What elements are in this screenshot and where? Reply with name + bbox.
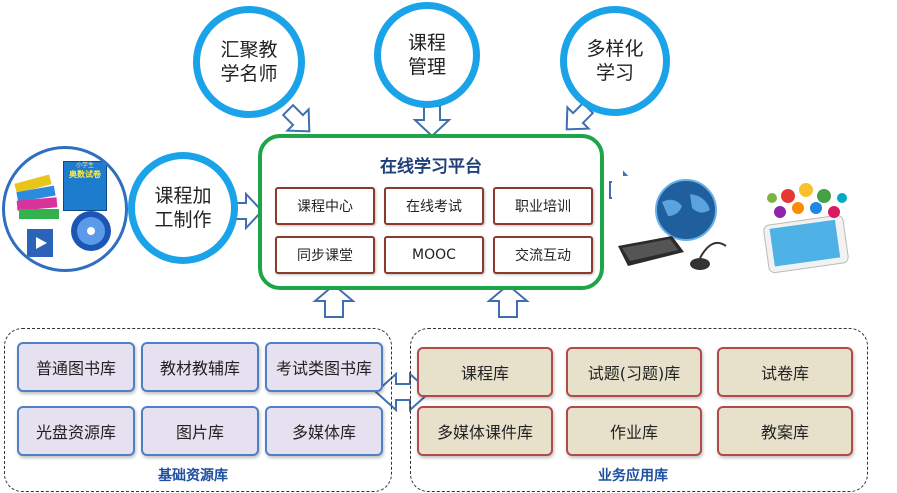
platform-item-communication[interactable]: 交流互动 — [493, 236, 593, 274]
business-library-label: 业务应用库 — [598, 468, 668, 484]
arrow-course-mgmt-to-platform — [412, 105, 452, 138]
circle-teachers: 汇聚教 学名师 — [193, 6, 305, 118]
biz-lib-course[interactable]: 课程库 — [417, 347, 553, 397]
platform-item-mooc[interactable]: MOOC — [384, 236, 484, 274]
business-library-group — [410, 328, 868, 492]
base-lib-multimedia[interactable]: 多媒体库 — [265, 406, 383, 456]
platform-title: 在线学习平台 — [380, 157, 482, 177]
biz-lib-homework[interactable]: 作业库 — [566, 406, 702, 456]
media-resources-illustration: 小学生 奥数试卷 — [2, 146, 128, 272]
biz-lib-question-bank[interactable]: 试题(习题)库 — [566, 347, 702, 397]
arrow-diverse-to-platform — [565, 101, 595, 131]
books-icon — [14, 174, 111, 257]
base-lib-disc-resources[interactable]: 光盘资源库 — [17, 406, 135, 456]
platform-item-sync-classroom[interactable]: 同步课堂 — [275, 236, 375, 274]
arrow-teachers-to-platform — [281, 103, 311, 133]
platform-item-vocational-training[interactable]: 职业培训 — [493, 187, 593, 225]
circle-diverse-learning: 多样化 学习 — [560, 6, 670, 116]
globe-keyboard-icon — [618, 179, 727, 270]
base-lib-general-books[interactable]: 普通图书库 — [17, 342, 135, 392]
computer-illustration — [612, 176, 738, 278]
platform-item-online-exam[interactable]: 在线考试 — [384, 187, 484, 225]
biz-lib-test-paper[interactable]: 试卷库 — [717, 347, 853, 397]
base-lib-exam-books[interactable]: 考试类图书库 — [265, 342, 383, 392]
online-learning-platform: 在线学习平台 课程中心 在线考试 职业培训 同步课堂 MOOC 交流互动 — [258, 134, 604, 290]
platform-item-course-center[interactable]: 课程中心 — [275, 187, 375, 225]
arrow-base-to-platform — [312, 283, 356, 318]
biz-lib-multimedia-courseware[interactable]: 多媒体课件库 — [417, 406, 553, 456]
circle-course-management: 课程 管理 — [374, 2, 480, 108]
base-lib-images[interactable]: 图片库 — [141, 406, 259, 456]
base-library-label: 基础资源库 — [158, 468, 228, 484]
base-lib-textbooks[interactable]: 教材教辅库 — [141, 342, 259, 392]
base-resource-library-group — [4, 328, 392, 492]
arrow-business-to-platform — [486, 283, 530, 318]
book-cover-main-title: 奥数试卷 — [69, 170, 101, 179]
circle-course-making: 课程加 工制作 — [128, 152, 238, 264]
book-cover-small-title: 小学生 — [75, 162, 94, 169]
exam-book-cover: 小学生 奥数试卷 — [63, 161, 107, 211]
smartphone-apps-icon — [763, 183, 849, 274]
mobile-phone-illustration — [758, 176, 856, 278]
biz-lib-lesson-plan[interactable]: 教案库 — [717, 406, 853, 456]
